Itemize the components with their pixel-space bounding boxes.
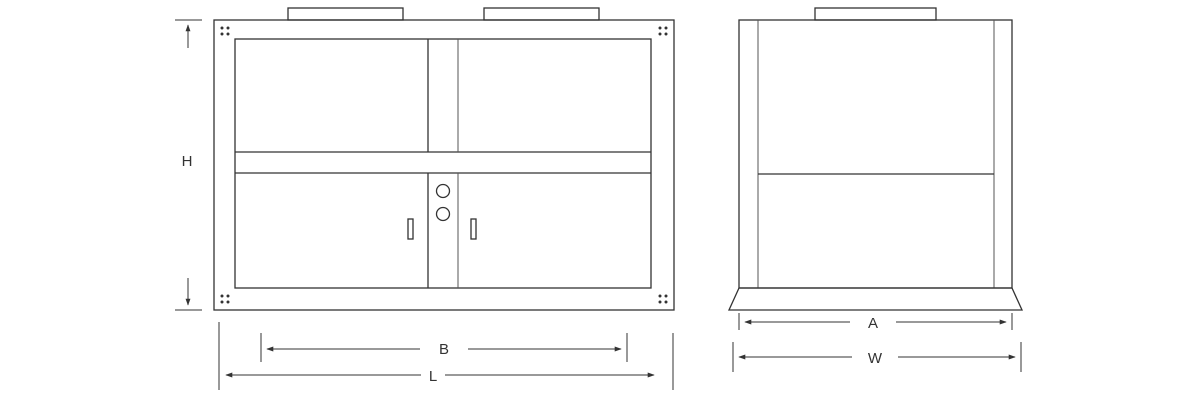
length-label: L (429, 368, 437, 385)
front-top-vent-right (483, 7, 600, 21)
side-outer-frame (738, 19, 1013, 289)
door-handle-right (470, 218, 477, 240)
height-dimension: H (175, 19, 202, 311)
inner-length-label: B (439, 341, 449, 358)
width-dimension: W (732, 342, 1022, 372)
inner-width-dimension: A (738, 313, 1013, 332)
corner-bolts (220, 26, 668, 304)
width-label: W (868, 350, 883, 367)
side-top-vent (814, 7, 937, 21)
height-label: H (182, 153, 193, 170)
inner-length-dimension: B (260, 333, 628, 362)
inner-width-label: A (868, 315, 878, 332)
front-inner-panel (234, 38, 652, 289)
side-view (727, 7, 1024, 311)
length-dimension: L (218, 322, 674, 390)
front-outer-frame (213, 19, 675, 311)
door-handle-left (407, 218, 414, 240)
gauge-top (435, 183, 451, 199)
gauge-bottom (435, 206, 451, 222)
front-view (213, 7, 675, 311)
side-base (727, 287, 1024, 311)
front-top-vent-left (287, 7, 404, 21)
